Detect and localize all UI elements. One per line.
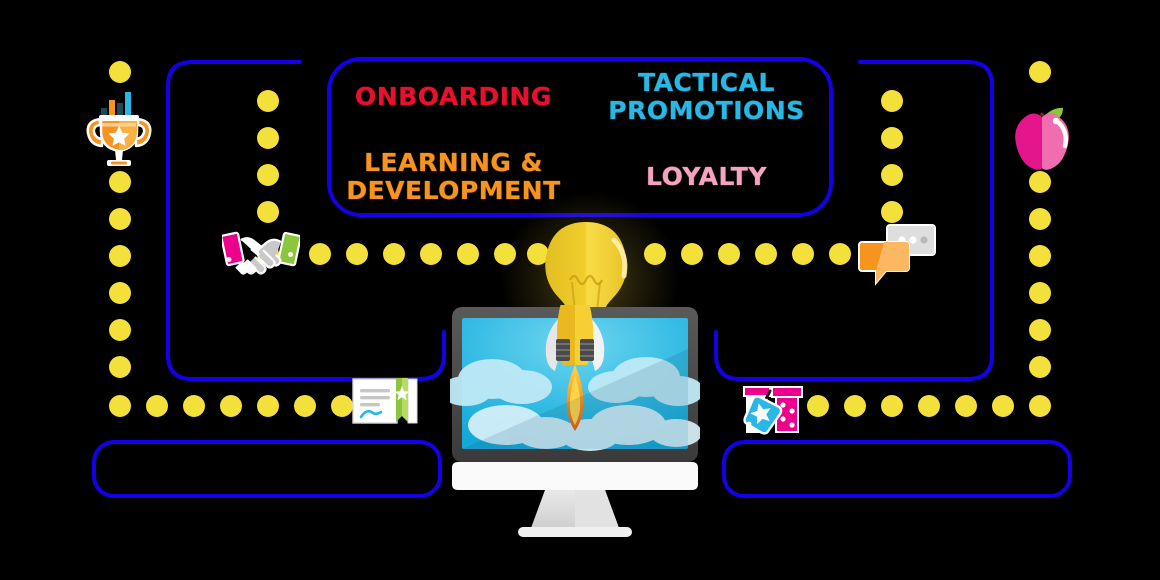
track-dot	[918, 395, 940, 417]
track-dot	[881, 90, 903, 112]
track-dot	[109, 171, 131, 193]
lightbulb-icon	[530, 218, 642, 336]
track-dot	[955, 395, 977, 417]
track-dot	[257, 164, 279, 186]
track-paths	[166, 60, 994, 381]
track-dot	[109, 245, 131, 267]
track-dot	[755, 243, 777, 265]
track-dot	[109, 282, 131, 304]
certificate-icon	[350, 377, 422, 433]
keyword-panel: ONBOARDING TACTICAL PROMOTIONS LEARNING …	[327, 57, 833, 217]
track-dot	[1029, 282, 1051, 304]
track-dot	[457, 243, 479, 265]
track-dot	[109, 208, 131, 230]
track-dot	[220, 395, 242, 417]
track-dot	[1029, 395, 1051, 417]
track-dot	[1029, 171, 1051, 193]
track-dot	[309, 243, 331, 265]
track-dot	[257, 90, 279, 112]
handshake-icon	[222, 224, 300, 286]
track-dot	[1029, 356, 1051, 378]
trophy-icon	[84, 86, 154, 172]
speech-bubbles-icon	[858, 220, 936, 292]
monitor-rocket-icon	[440, 275, 704, 540]
track-dot	[109, 319, 131, 341]
bottom-right-pill[interactable]	[722, 440, 1072, 498]
track-dot	[383, 243, 405, 265]
track-dot	[881, 201, 903, 223]
track-dot	[257, 201, 279, 223]
keyword-loyalty: LOYALTY	[646, 162, 767, 191]
yellow-dot-path	[109, 61, 1051, 417]
track-dot	[1029, 208, 1051, 230]
track-right-upper	[858, 60, 994, 357]
track-dot	[1029, 245, 1051, 267]
track-dot	[109, 356, 131, 378]
track-dot	[257, 395, 279, 417]
track-dot	[844, 395, 866, 417]
track-dot	[257, 127, 279, 149]
track-dot	[420, 243, 442, 265]
track-dot	[331, 395, 353, 417]
track-left-lower	[166, 330, 446, 381]
track-dot	[346, 243, 368, 265]
track-dot	[992, 395, 1014, 417]
track-dot	[829, 243, 851, 265]
track-dot	[881, 395, 903, 417]
track-dot	[183, 395, 205, 417]
track-dot	[1029, 319, 1051, 341]
track-dot	[718, 243, 740, 265]
keyword-panel-border	[327, 57, 833, 217]
track-dot	[881, 127, 903, 149]
keyword-learning-development: LEARNING & DEVELOPMENT	[346, 148, 561, 205]
track-dot	[146, 395, 168, 417]
track-dot	[527, 243, 549, 265]
keyword-onboarding: ONBOARDING	[355, 82, 552, 111]
bottom-left-pill[interactable]	[92, 440, 442, 498]
track-dot	[881, 164, 903, 186]
track-dot	[807, 395, 829, 417]
track-dot	[494, 243, 516, 265]
track-left-upper	[166, 60, 302, 357]
track-dot	[792, 243, 814, 265]
track-dot	[644, 243, 666, 265]
apple-icon	[1006, 100, 1078, 174]
track-dot	[109, 395, 131, 417]
track-dot	[1029, 61, 1051, 83]
track-dot	[109, 61, 131, 83]
keyword-tactical-promotions: TACTICAL PROMOTIONS	[608, 68, 805, 125]
track-dot	[294, 395, 316, 417]
track-dot	[681, 243, 703, 265]
gift-ticket-icon	[740, 379, 810, 435]
track-right-lower	[714, 330, 994, 381]
